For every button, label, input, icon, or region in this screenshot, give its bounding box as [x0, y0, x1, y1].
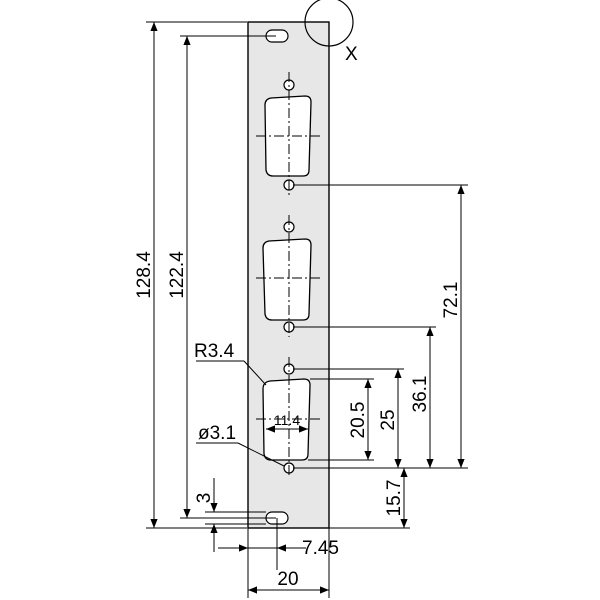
dim-overall-height: 128.4	[134, 21, 247, 529]
center-lines	[256, 72, 322, 478]
callout-radius: R3.4	[194, 341, 267, 386]
dsub-cutout-2	[262, 238, 312, 321]
dim-slot-offset: 3	[194, 478, 266, 552]
callout-hole-diameter-text: ø3.1	[198, 423, 236, 444]
dsub-cutout-3	[262, 378, 311, 461]
callout-hole-diameter: ø3.1	[196, 423, 285, 467]
dim-text-11-4: 11.4	[274, 412, 300, 428]
dim-15-7: 15.7	[293, 467, 410, 529]
dim-text-overall-height: 128.4	[134, 251, 155, 299]
dim-text-25: 25	[378, 409, 399, 430]
dim-20-5: 20.5	[308, 378, 374, 461]
dim-text-20-5: 20.5	[348, 402, 369, 439]
dim-text-72-1: 72.1	[441, 282, 462, 319]
dim-text-panel-width: 20	[277, 569, 298, 590]
dim-36-1: 36.1	[293, 326, 436, 468]
dim-25: 25	[293, 368, 404, 468]
dim-text-15-7: 15.7	[384, 480, 405, 517]
dim-7-45: 7.45	[218, 518, 339, 570]
detail-circle	[304, 0, 354, 47]
dim-text-hole-spacing: 122.4	[167, 251, 188, 299]
callout-radius-text: R3.4	[194, 341, 235, 362]
detail-label: X	[345, 44, 358, 65]
dim-panel-width: 20	[247, 528, 330, 598]
dim-hole-spacing: 122.4	[167, 35, 276, 519]
dim-text-36-1: 36.1	[410, 376, 431, 413]
dim-text-7-45: 7.45	[302, 538, 339, 559]
dim-text-slot-offset: 3	[194, 493, 215, 504]
dim-11-4: 11.4	[266, 412, 308, 433]
